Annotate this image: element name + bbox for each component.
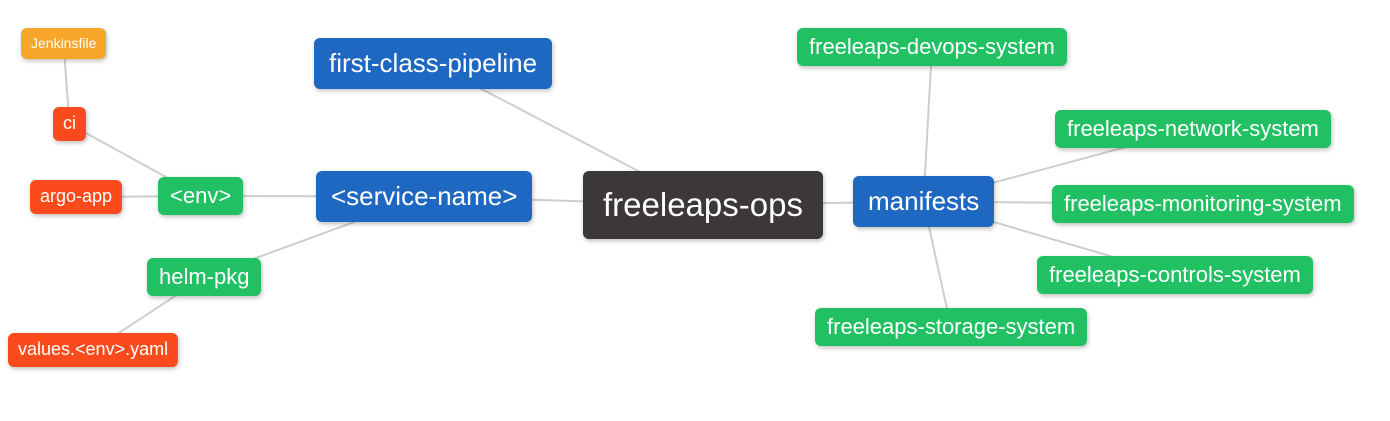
node-freeleaps-controls-system[interactable]: freeleaps-controls-system	[1037, 256, 1313, 295]
node-jenkinsfile[interactable]: Jenkinsfile	[21, 28, 107, 59]
node-freeleaps-network-system[interactable]: freeleaps-network-system	[1055, 110, 1331, 149]
node-freeleaps-ops[interactable]: freeleaps-ops	[583, 171, 823, 239]
node-first-class-pipeline[interactable]: first-class-pipeline	[314, 38, 553, 90]
edge-manifests-freeleaps-devops-system	[922, 46, 933, 202]
node-freeleaps-storage-system[interactable]: freeleaps-storage-system	[815, 308, 1088, 347]
node-freeleaps-monitoring-system[interactable]: freeleaps-monitoring-system	[1052, 185, 1354, 224]
node-helm-pkg[interactable]: helm-pkg	[147, 258, 262, 297]
node-env[interactable]: <env>	[158, 177, 244, 216]
node-manifests[interactable]: manifests	[853, 176, 995, 228]
node-freeleaps-devops-system[interactable]: freeleaps-devops-system	[797, 28, 1067, 67]
node-service-name[interactable]: <service-name>	[316, 171, 533, 223]
node-argo-app[interactable]: argo-app	[30, 180, 123, 214]
node-values-env-yaml[interactable]: values.<env>.yaml	[8, 333, 179, 367]
node-ci[interactable]: ci	[53, 107, 86, 141]
